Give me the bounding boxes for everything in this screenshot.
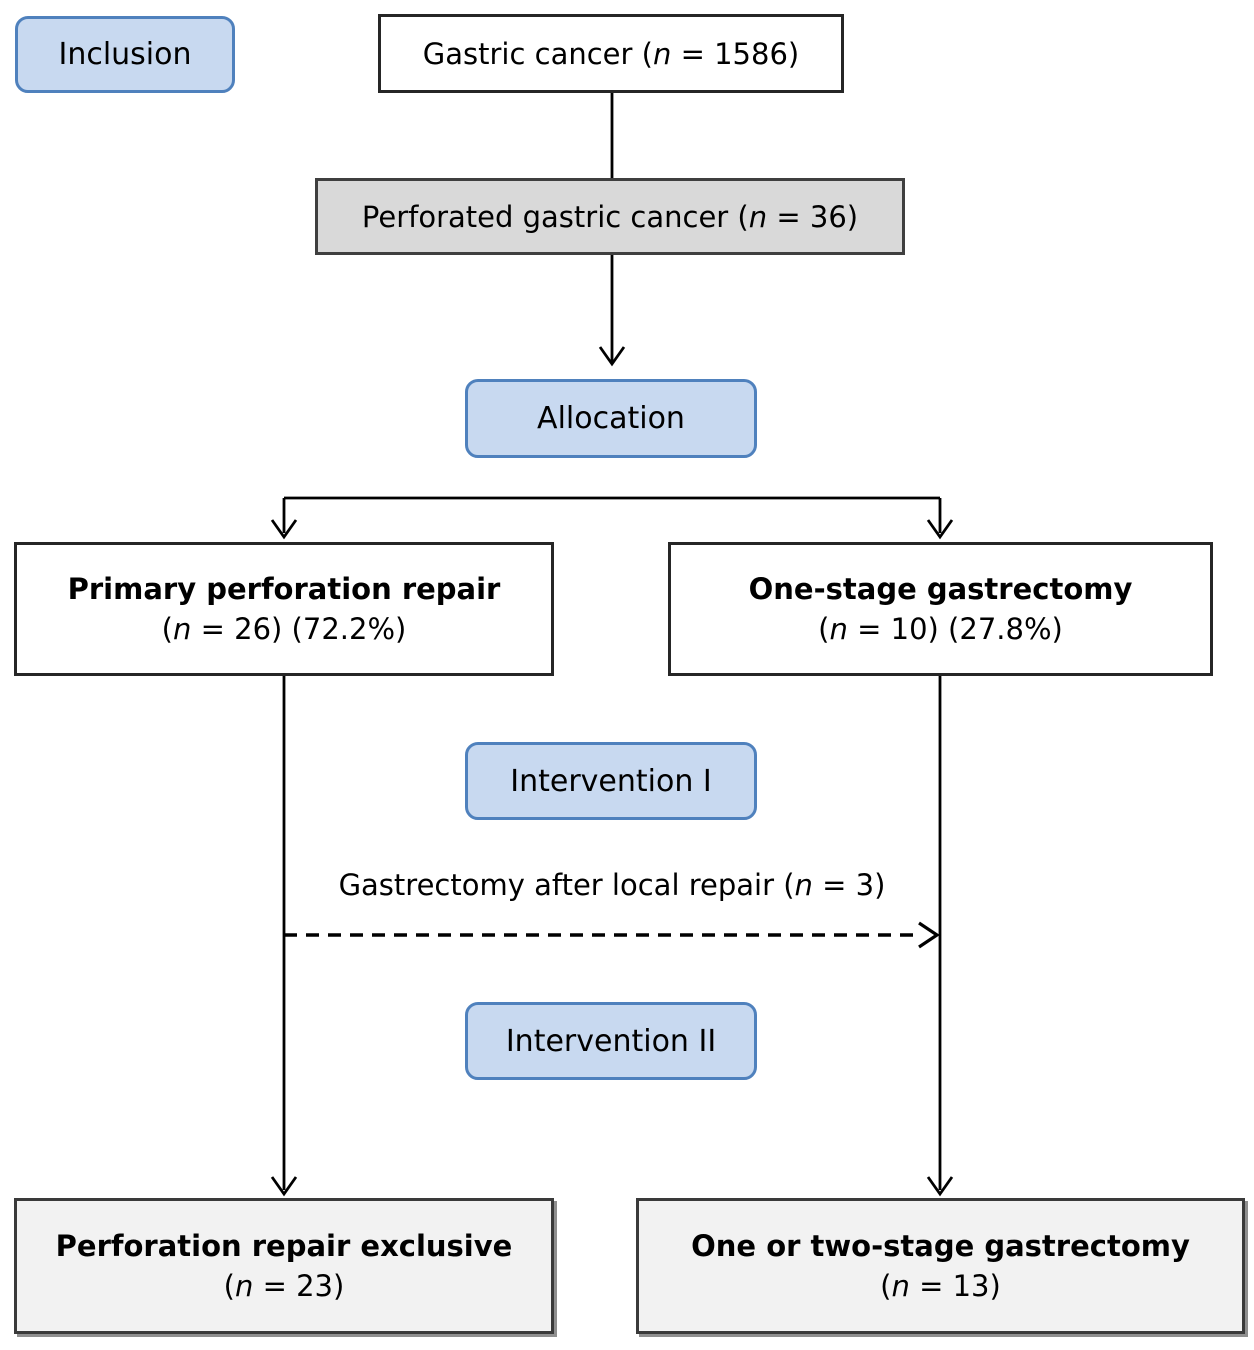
arrowhead-branch-right [926,519,954,540]
node-repair-exclusive-count: (n = 23) [223,1269,345,1303]
arrowhead-right-result [926,1176,954,1197]
node-one-stage-gastrectomy: One-stage gastrectomy (n = 10) (27.8%) [668,542,1213,676]
node-primary-perforation-repair: Primary perforation repair (n = 26) (72.… [14,542,554,676]
node-one-or-two-stage-gastrectomy: One or two-stage gastrectomy (n = 13) [636,1198,1245,1334]
node-perforated-gastric-cancer: Perforated gastric cancer (n = 36) [315,178,905,255]
node-one-two-stage-count: (n = 13) [880,1269,1001,1303]
arrowhead-crossover [918,921,940,949]
arrowhead-allocation [598,346,626,367]
node-gastric-cancer-text: Gastric cancer (n = 1586) [422,36,800,71]
arrowhead-branch-left [270,519,298,540]
node-primary-repair-count: (n = 26) (72.2%) [161,612,407,646]
stage-intervention-2: Intervention II [465,1002,757,1080]
stage-allocation: Allocation [465,379,757,458]
node-perforated-text: Perforated gastric cancer (n = 36) [361,199,859,234]
stage-intervention-1: Intervention I [465,742,757,820]
node-one-stage-count: (n = 10) (27.8%) [818,612,1063,646]
crossover-label: Gastrectomy after local repair (n = 3) [284,868,940,902]
node-one-stage-title: One-stage gastrectomy [748,572,1133,606]
stage-intervention-1-label: Intervention I [510,763,712,799]
node-primary-repair-title: Primary perforation repair [67,572,501,606]
crossover-label-text: Gastrectomy after local repair (n = 3) [338,868,886,902]
stage-inclusion-label: Inclusion [58,37,192,72]
node-perforation-repair-exclusive: Perforation repair exclusive (n = 23) [14,1198,554,1334]
stage-inclusion: Inclusion [15,16,235,93]
node-one-two-stage-title: One or two-stage gastrectomy [691,1229,1190,1263]
stage-intervention-2-label: Intervention II [505,1023,717,1059]
node-repair-exclusive-title: Perforation repair exclusive [55,1229,513,1263]
node-gastric-cancer: Gastric cancer (n = 1586) [378,14,844,93]
stage-allocation-label: Allocation [537,401,685,436]
arrowhead-left-result [270,1176,298,1197]
